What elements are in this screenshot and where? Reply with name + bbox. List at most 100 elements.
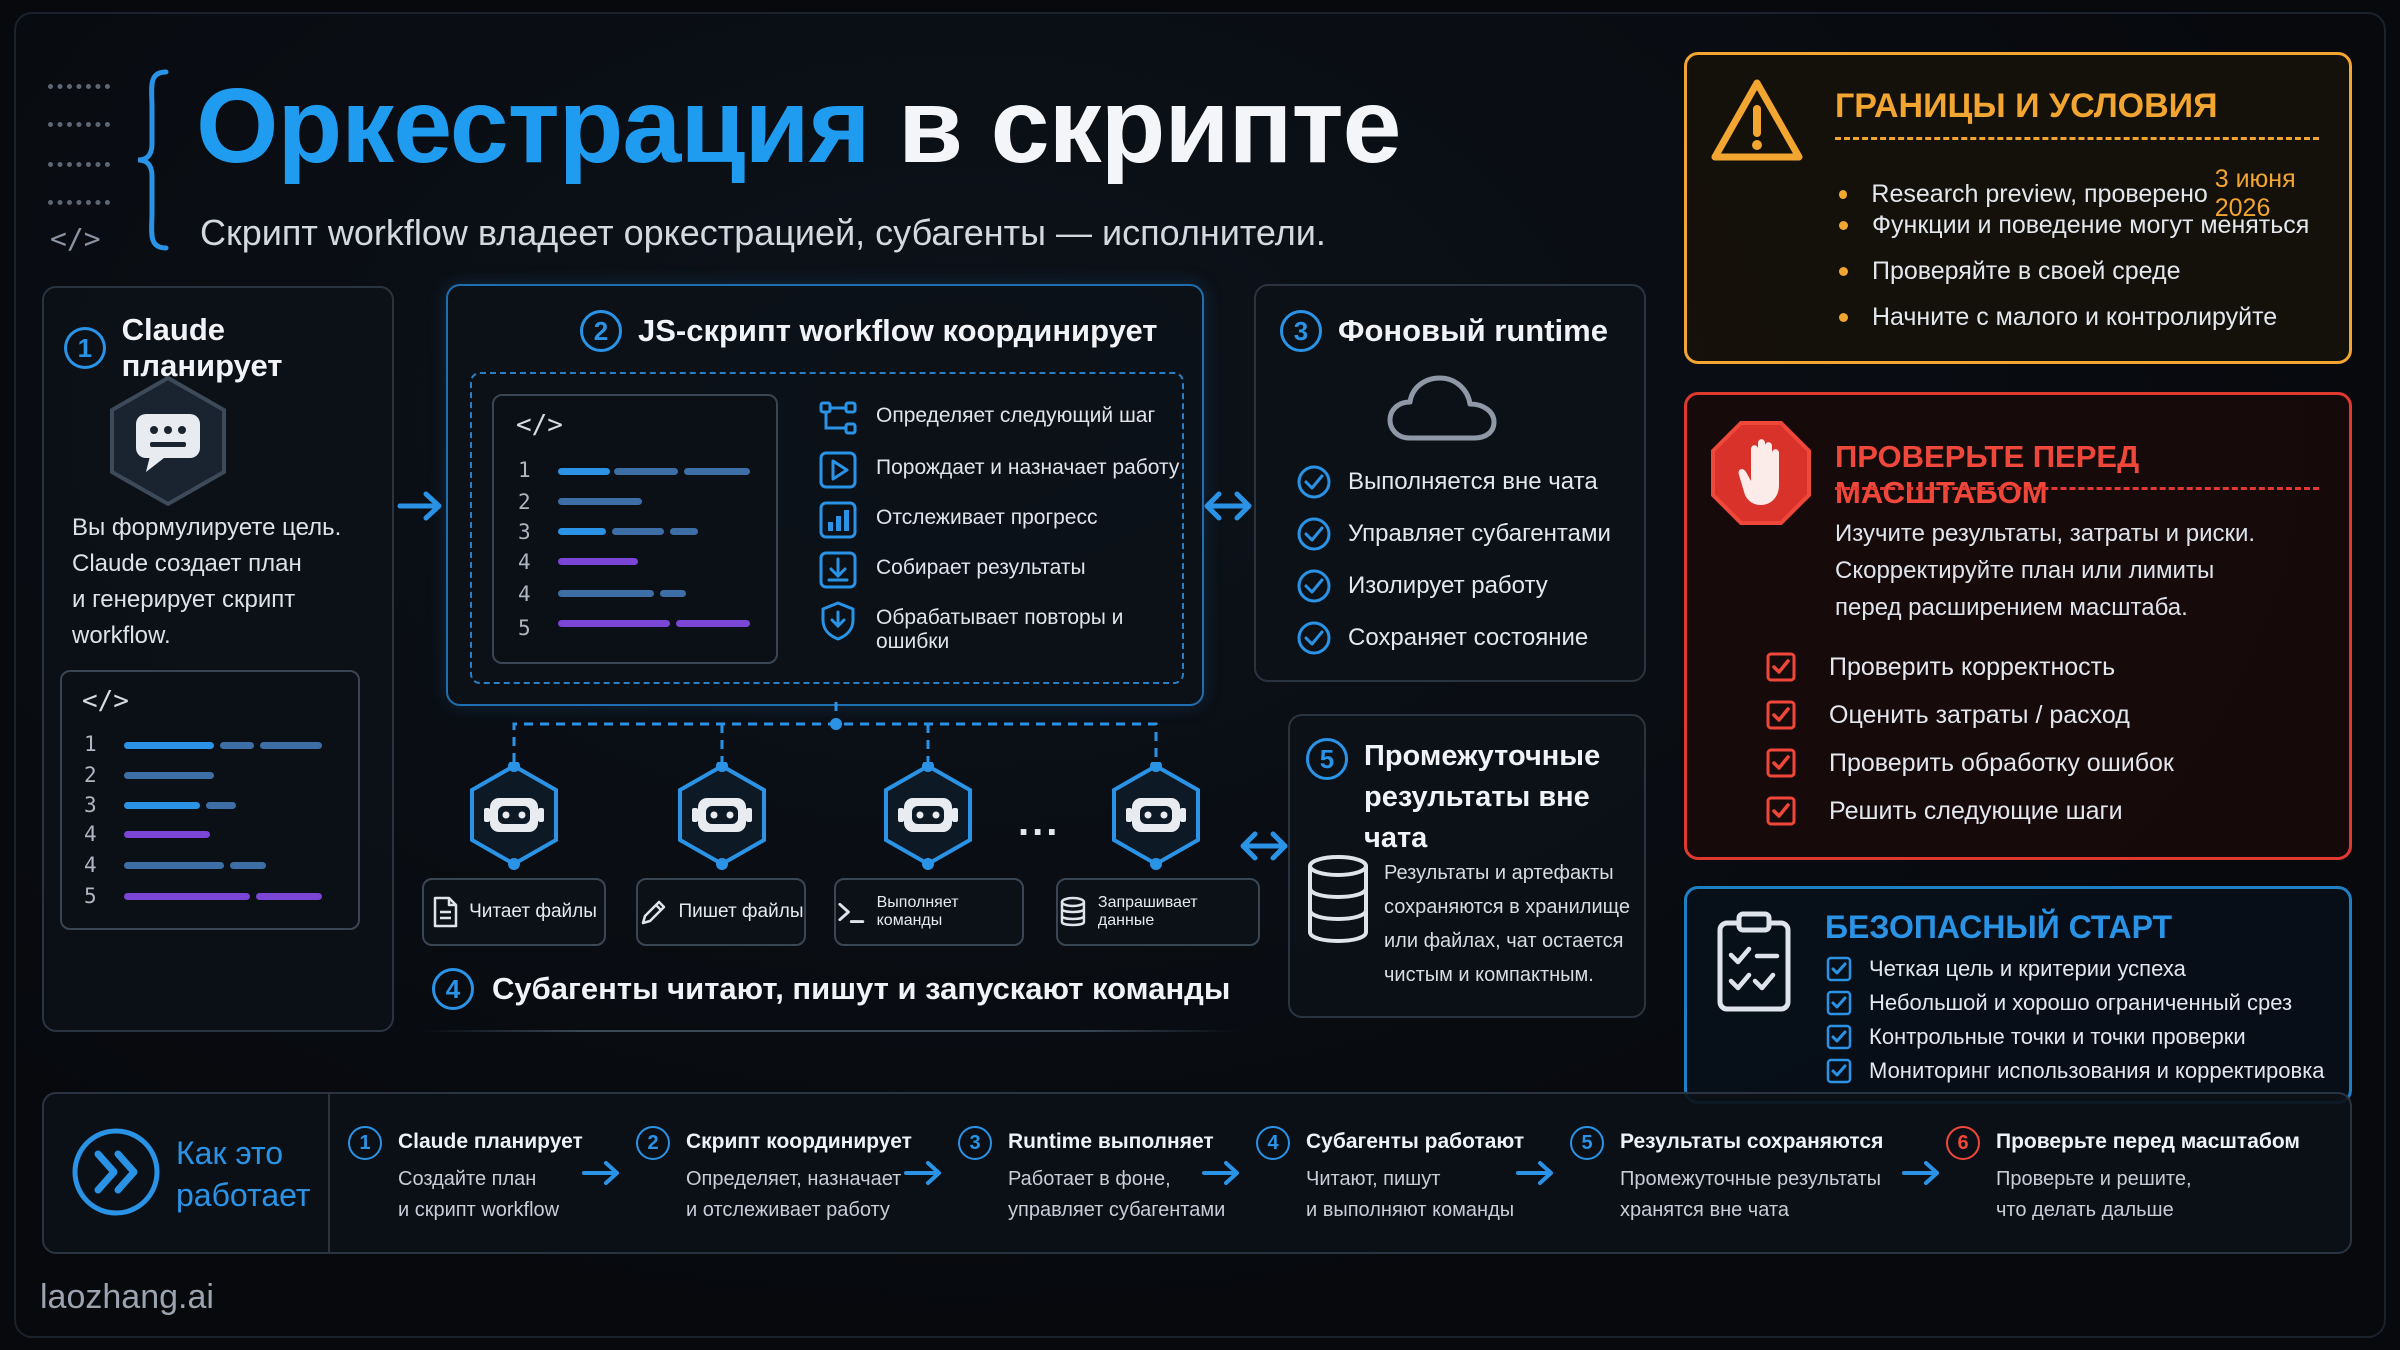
step2-number: 2 <box>580 310 622 352</box>
role-label-2: Отслеживает прогресс <box>876 506 1098 529</box>
step2-code-panel: </> 1 2 3 4 4 5 <box>492 394 778 664</box>
step5-number: 5 <box>1306 738 1348 780</box>
robot-icon <box>470 762 558 870</box>
checkbox-checked-icon <box>1766 700 1796 730</box>
role-label-0: Определяет следующий шаг <box>876 404 1156 427</box>
terminal-icon <box>838 902 865 924</box>
limits-item-0: Research preview, проверено 3 июня 2026 <box>1839 165 2349 223</box>
robot-icon <box>678 762 766 870</box>
role-label-3: Собирает результаты <box>876 556 1086 579</box>
step2-card: 2 JS-скрипт workflow координирует </> 1 … <box>446 284 1204 706</box>
arrow-right-icon <box>1902 1161 1939 1185</box>
checkbox-checked-icon <box>1766 748 1796 778</box>
safe-item-3[interactable]: Мониторинг использования и корректировка <box>1825 1057 2325 1085</box>
checkbox-checked-icon <box>1766 652 1796 682</box>
check-circle-icon <box>1297 621 1331 655</box>
fast-forward-icon <box>72 1128 160 1216</box>
safe-item-0[interactable]: Четкая цель и критерии успеха <box>1825 955 2186 983</box>
check-item-1[interactable]: Оценить затраты / расход <box>1765 699 2130 731</box>
safe-item-1[interactable]: Небольшой и хорошо ограниченный срез <box>1825 989 2292 1017</box>
agent-tag-read: Читает файлы <box>422 878 606 946</box>
check-item-0[interactable]: Проверить корректность <box>1765 651 2115 683</box>
step1-title: Claude планирует <box>121 312 283 383</box>
robot-icon <box>884 762 972 870</box>
bar-chart-icon <box>819 501 857 539</box>
download-icon <box>819 551 857 589</box>
step5-text: Результаты и артефакты сохраняются в хра… <box>1384 862 1630 986</box>
pencil-icon <box>641 900 665 925</box>
step5-title: Промежуточные результаты вне чата <box>1364 740 1601 854</box>
role-label-1: Порождает и назначает работу <box>876 456 1180 479</box>
how-step-3-number: 3 <box>958 1126 992 1160</box>
step1-text: Вы формулируете цель. Claude создает пла… <box>72 514 342 649</box>
how-it-works-bar: Как это работает 1 Claude планирует Созд… <box>42 1092 2352 1254</box>
check-circle-icon <box>1297 465 1331 499</box>
check-item-3[interactable]: Решить следующие шаги <box>1765 795 2123 827</box>
double-arrow-icon <box>1204 491 1252 521</box>
check-item-2[interactable]: Проверить обработку ошибок <box>1765 747 2174 779</box>
how-step-5-title: Результаты сохраняются <box>1620 1130 1884 1153</box>
checkbox-checked-icon <box>1826 1058 1852 1084</box>
how-step-3-title: Runtime выполняет <box>1008 1130 1214 1153</box>
how-step-4-title: Субагенты работают <box>1306 1130 1525 1153</box>
brace-deco <box>137 69 169 251</box>
how-header <box>44 1094 330 1252</box>
clipboard-check-icon <box>1717 911 1791 1012</box>
robot-icon <box>1112 762 1200 870</box>
arrow-right-icon <box>1202 1161 1239 1185</box>
step1-code-panel: </> 1 2 3 4 4 5 <box>60 670 360 930</box>
limits-item-3: Начните с малого и контролируйте <box>1839 303 2277 332</box>
file-icon <box>433 896 458 928</box>
agent-tag-query: Запрашивает данные <box>1056 878 1260 946</box>
arrow-right-icon <box>904 1161 941 1185</box>
agent-tag-exec: Выполняет команды <box>834 878 1024 946</box>
check-circle-icon <box>1297 517 1331 551</box>
step3-title: Фоновый runtime <box>1338 313 1608 348</box>
agents-ellipsis: ... <box>1018 800 1061 844</box>
check-text: Изучите результаты, затраты и риски. Ско… <box>1835 520 2256 621</box>
step4-number: 4 <box>432 968 474 1010</box>
play-icon <box>819 451 857 489</box>
limits-item-2: Проверяйте в своей среде <box>1839 257 2181 286</box>
safe-title: БЕЗОПАСНЫЙ СТАРТ <box>1825 909 2173 945</box>
how-step-6-desc: Проверьте и решите,что делать дальше <box>1996 1168 2192 1221</box>
step4-title: Субагенты читают, пишут и запускают кома… <box>492 971 1231 1006</box>
database-icon <box>1308 855 1368 943</box>
how-step-3-desc: Работает в фоне,управляет субагентами <box>1008 1168 1226 1221</box>
brand-watermark: laozhang.ai <box>40 1278 214 1316</box>
step3-card: 3 Фоновый runtime Выполняется вне чата У… <box>1254 284 1646 682</box>
code-deco: </> <box>48 84 118 255</box>
how-step-1-title: Claude планирует <box>398 1130 583 1153</box>
limits-card: ГРАНИЦЫ И УСЛОВИЯ Research preview, пров… <box>1684 52 2352 364</box>
arrow-right-icon <box>397 491 442 521</box>
warning-icon <box>1711 79 1803 161</box>
title-accent: Оркестрация <box>196 67 871 185</box>
page-title: Оркестрация в скрипте <box>196 66 1401 187</box>
safe-card: БЕЗОПАСНЫЙ СТАРТ Четкая цель и критерии … <box>1684 886 2352 1104</box>
safe-item-2[interactable]: Контрольные точки и точки проверки <box>1825 1023 2246 1051</box>
arrow-right-icon <box>1516 1161 1553 1185</box>
database-icon <box>1060 896 1086 927</box>
step3-number: 3 <box>1280 310 1322 352</box>
how-step-2-title: Скрипт координирует <box>686 1130 912 1153</box>
check-card: ПРОВЕРЬТЕ ПЕРЕД МАСШТАБОМ Изучите резуль… <box>1684 392 2352 860</box>
stop-hand-icon <box>1711 421 1811 525</box>
step2-inner-box <box>470 372 1184 684</box>
checkbox-checked-icon <box>1826 956 1852 982</box>
how-step-6-title: Проверьте перед масштабом <box>1996 1130 2300 1153</box>
checkbox-checked-icon <box>1826 990 1852 1016</box>
how-step-4-number: 4 <box>1256 1126 1290 1160</box>
step2-title: JS-скрипт workflow координирует <box>638 313 1158 348</box>
checkbox-checked-icon <box>1766 796 1796 826</box>
how-step-1-number: 1 <box>348 1126 382 1160</box>
page-subtitle: Скрипт workflow владеет оркестрацией, су… <box>200 212 1326 253</box>
agent-connectors <box>512 702 1158 762</box>
limits-title: ГРАНИЦЫ И УСЛОВИЯ <box>1835 87 2218 125</box>
how-title: Как это работает <box>176 1135 311 1213</box>
title-rest: в скрипте <box>869 67 1401 185</box>
how-step-2-number: 2 <box>636 1126 670 1160</box>
